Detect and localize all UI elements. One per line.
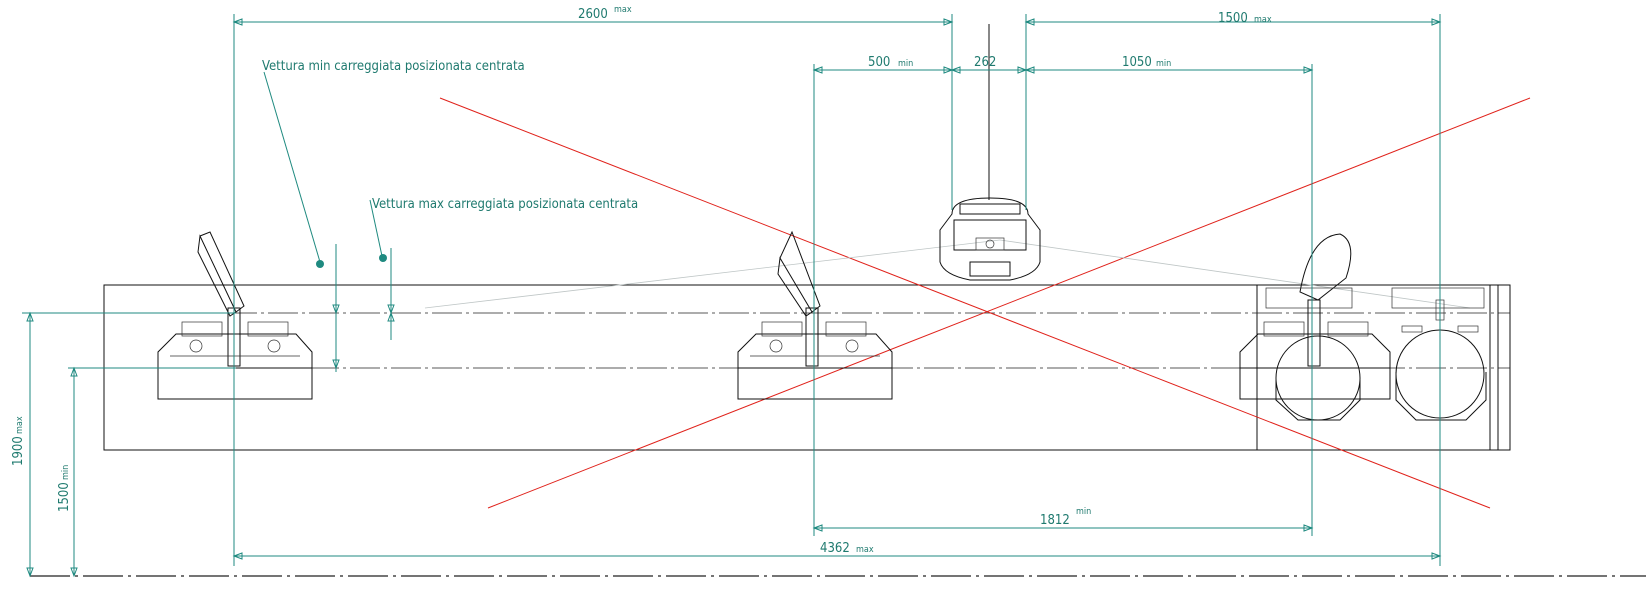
svg-text:min: min (61, 465, 71, 480)
svg-text:max: max (614, 5, 632, 15)
svg-text:262: 262 (974, 55, 996, 70)
dim-1900: 1900 max (11, 311, 34, 578)
svg-text:2600: 2600 (578, 7, 608, 22)
wheel-clamp-center (737, 230, 893, 400)
dim-1050: 1050 min (1024, 55, 1314, 74)
svg-text:500: 500 (868, 55, 890, 70)
svg-text:1500: 1500 (57, 482, 72, 512)
laser-lines (439, 97, 1531, 509)
svg-text:max: max (15, 416, 25, 434)
dim-1500: 1500 max (1024, 11, 1442, 26)
dim-2600: 2600 max (232, 5, 954, 26)
measuring-head (939, 24, 1041, 281)
note-leaders (263, 71, 387, 268)
svg-text:1900: 1900 (11, 436, 26, 466)
dim-1812: 1812 min (812, 507, 1314, 532)
offset-markers (332, 244, 395, 372)
svg-text:min: min (1156, 59, 1171, 69)
extension-lines (22, 14, 1441, 566)
svg-text:1050: 1050 (1122, 55, 1152, 70)
dim-4362: 4362 max (232, 541, 1442, 560)
svg-text:min: min (898, 59, 913, 69)
svg-text:max: max (856, 545, 874, 555)
dim-262: 262 (950, 55, 1028, 74)
svg-text:4362: 4362 (820, 541, 850, 556)
leader-dot-max (379, 254, 387, 262)
note-max-track: Vettura max carreggiata posizionata cent… (372, 197, 638, 212)
svg-text:min: min (1076, 507, 1091, 517)
svg-text:1500: 1500 (1218, 11, 1248, 26)
dim-500: 500 min (812, 55, 954, 74)
dim-1500-vertical: 1500 min (57, 366, 78, 578)
wheel-clamp-right (1239, 233, 1391, 421)
leader-dot-min (316, 260, 324, 268)
turntable-right (1391, 287, 1487, 421)
note-min-track: Vettura min carreggiata posizionata cent… (262, 59, 525, 74)
svg-text:1812: 1812 (1040, 513, 1070, 528)
wheel-clamp-left (157, 231, 313, 400)
svg-text:max: max (1254, 15, 1272, 25)
